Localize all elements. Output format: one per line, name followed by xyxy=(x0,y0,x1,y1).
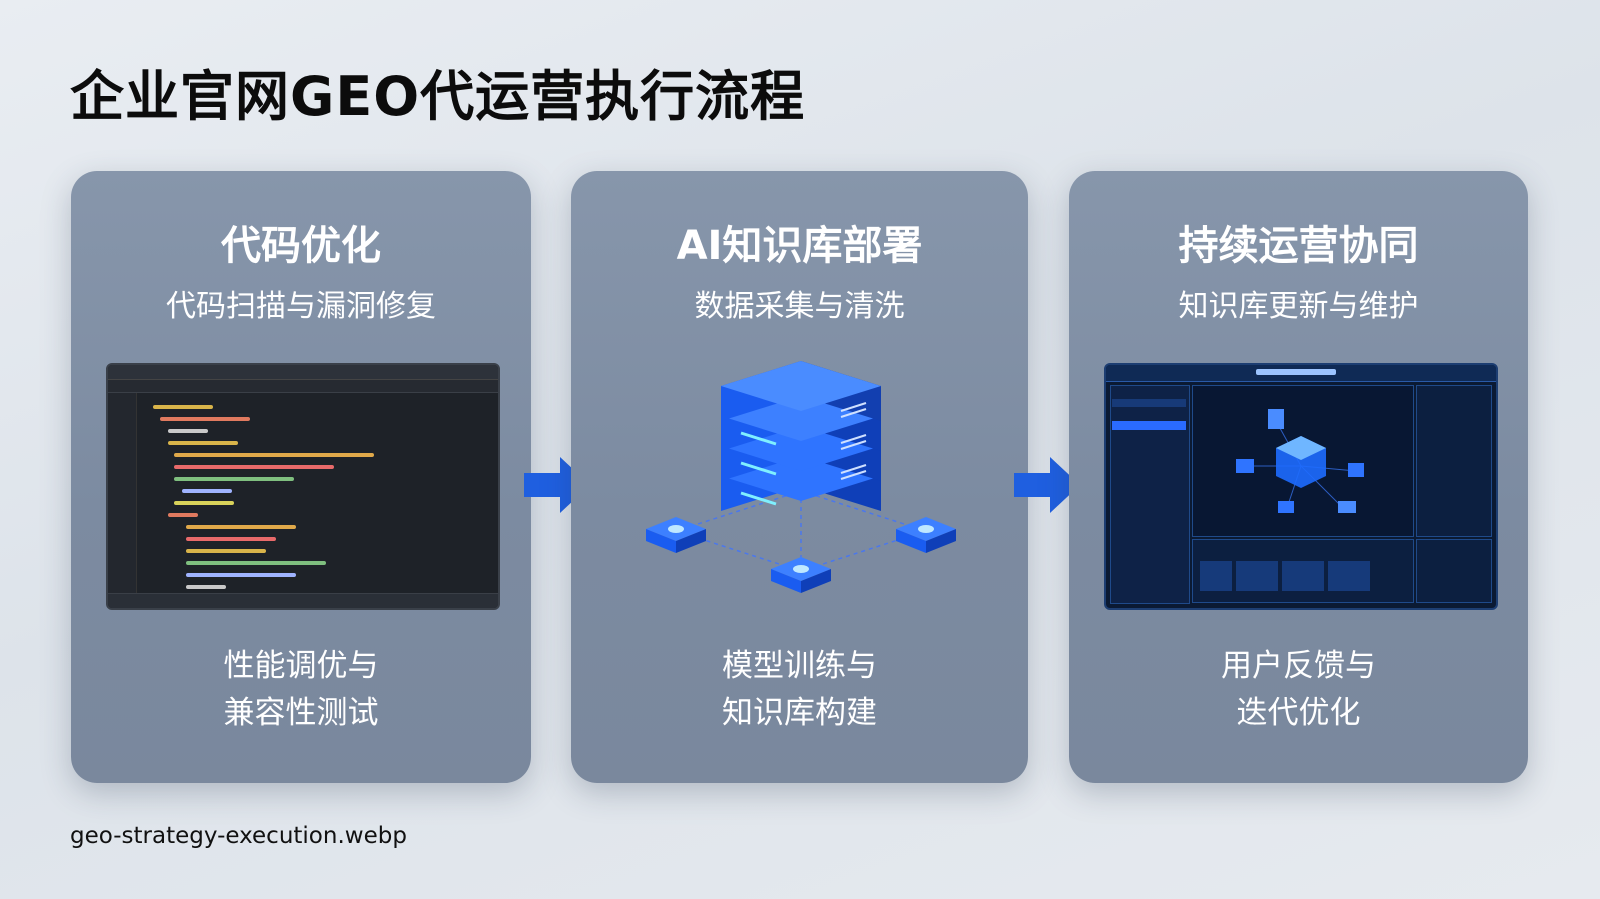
card-footer-line2: 知识库构建 xyxy=(722,695,877,731)
card-footer-line1: 性能调优与 xyxy=(223,648,379,684)
card-footer: 性能调优与 兼容性测试 xyxy=(71,643,531,737)
card-footer-line1: 用户反馈与 xyxy=(1221,648,1376,684)
arrow-right-icon xyxy=(1014,457,1080,513)
card-footer-line2: 迭代优化 xyxy=(1236,695,1361,731)
card-heading: AI知识库部署 xyxy=(676,223,923,269)
card-heading: 持续运营协同 xyxy=(1178,223,1419,269)
code-editor-image xyxy=(106,363,500,610)
card-subtitle: 数据采集与清洗 xyxy=(694,289,905,324)
server-stack-icon xyxy=(646,361,956,593)
card-footer: 用户反馈与 迭代优化 xyxy=(1069,643,1528,737)
card-heading: 代码优化 xyxy=(221,223,381,269)
card-footer-line2: 兼容性测试 xyxy=(223,695,379,731)
page-title: 企业官网GEO代运营执行流程 xyxy=(70,65,806,128)
card-subtitle: 知识库更新与维护 xyxy=(1178,289,1419,324)
card-ai-knowledge-base: AI知识库部署 数据采集与清洗 xyxy=(571,171,1028,783)
card-code-optimization: 代码优化 代码扫描与漏洞修复 性能调优与 兼容性测试 xyxy=(71,171,531,783)
card-footer-line1: 模型训练与 xyxy=(722,648,877,684)
dashboard-image xyxy=(1104,363,1498,610)
card-footer: 模型训练与 知识库构建 xyxy=(571,643,1028,737)
card-continuous-operation: 持续运营协同 知识库更新与维护 用户反馈 xyxy=(1069,171,1528,783)
card-subtitle: 代码扫描与漏洞修复 xyxy=(166,289,436,324)
image-caption: geo-strategy-execution.webp xyxy=(70,823,407,849)
